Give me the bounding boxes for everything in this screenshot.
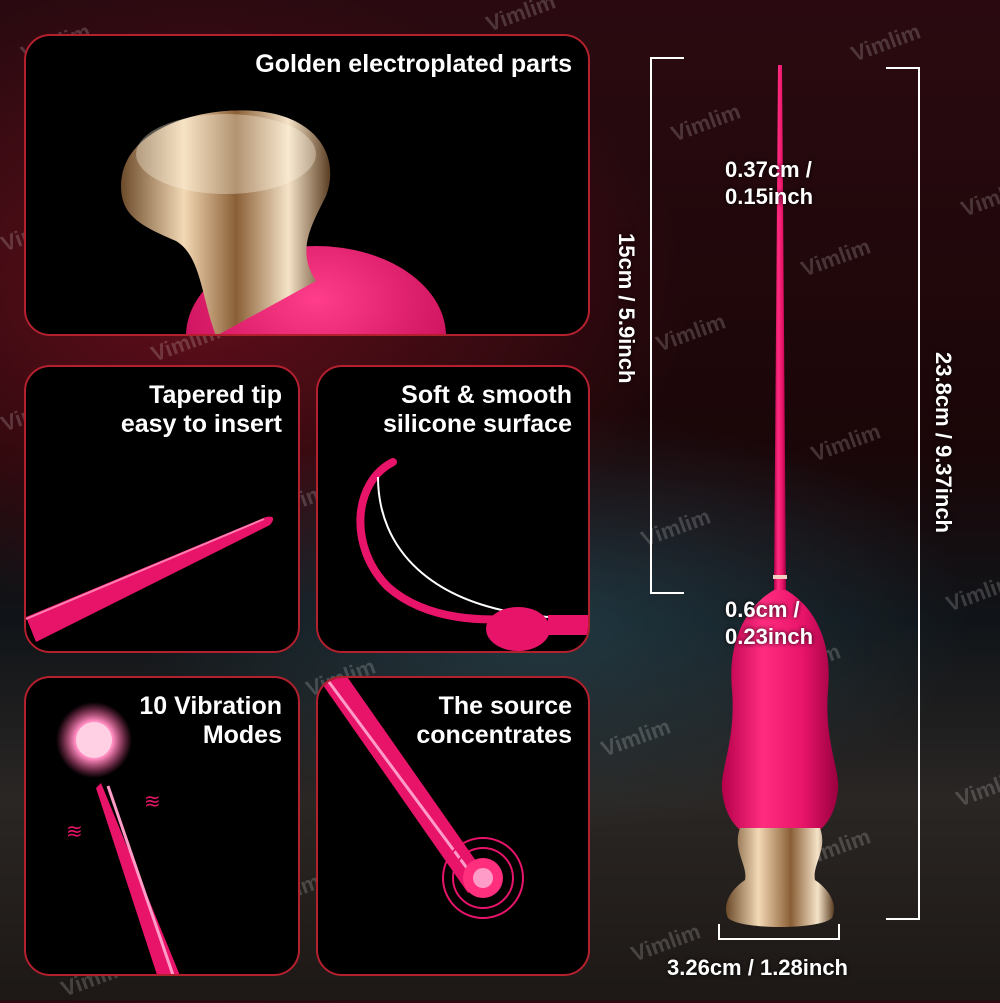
watermark: Vimlim [847, 18, 924, 67]
watermark: Vimlim [957, 173, 1000, 222]
panel-title: The source concentrates [416, 692, 572, 749]
neck-width-label: 0.6cm / 0.23inch [725, 597, 814, 649]
panel-tapered-tip: Tapered tip easy to insert [24, 365, 300, 653]
panel-title: Tapered tip easy to insert [120, 381, 282, 438]
panel-title: 10 Vibration Modes [139, 692, 282, 749]
total-length-bracket [886, 67, 920, 920]
tip-length-bracket [650, 57, 684, 594]
panel-soft-surface: Soft & smooth silicone surface [316, 365, 590, 653]
watermark: Vimlim [952, 763, 1000, 812]
panel-title: Golden electroplated parts [255, 50, 572, 78]
watermark: Vimlim [597, 713, 674, 762]
watermark: Vimlim [482, 0, 559, 37]
vibration-wave-icon: ≋ [66, 819, 83, 843]
product-illustration [721, 65, 839, 927]
tip-length-label: 15cm / 5.9inch [614, 233, 639, 384]
panel-source-concentrates: The source concentrates [316, 676, 590, 976]
panel-vibration-modes: ≋ ≋ 10 Vibration Modes [24, 676, 300, 976]
soft-surface-illustration [356, 458, 588, 651]
panel-title: Soft & smooth silicone surface [383, 381, 572, 438]
base-width-bracket [718, 924, 840, 940]
vibration-illustration: ≋ ≋ [56, 702, 180, 974]
tapered-tip-illustration [26, 516, 274, 642]
total-length-label: 23.8cm / 9.37inch [931, 352, 956, 533]
base-width-label: 3.26cm / 1.28inch [667, 955, 848, 980]
tip-width-label: 0.37cm / 0.15inch [725, 157, 814, 209]
vibration-wave-icon: ≋ [144, 789, 161, 813]
watermark: Vimlim [942, 568, 1000, 617]
source-illustration [318, 678, 524, 919]
gold-cap-illustration [121, 110, 446, 334]
panel-golden-parts: Golden electroplated parts [24, 34, 590, 336]
